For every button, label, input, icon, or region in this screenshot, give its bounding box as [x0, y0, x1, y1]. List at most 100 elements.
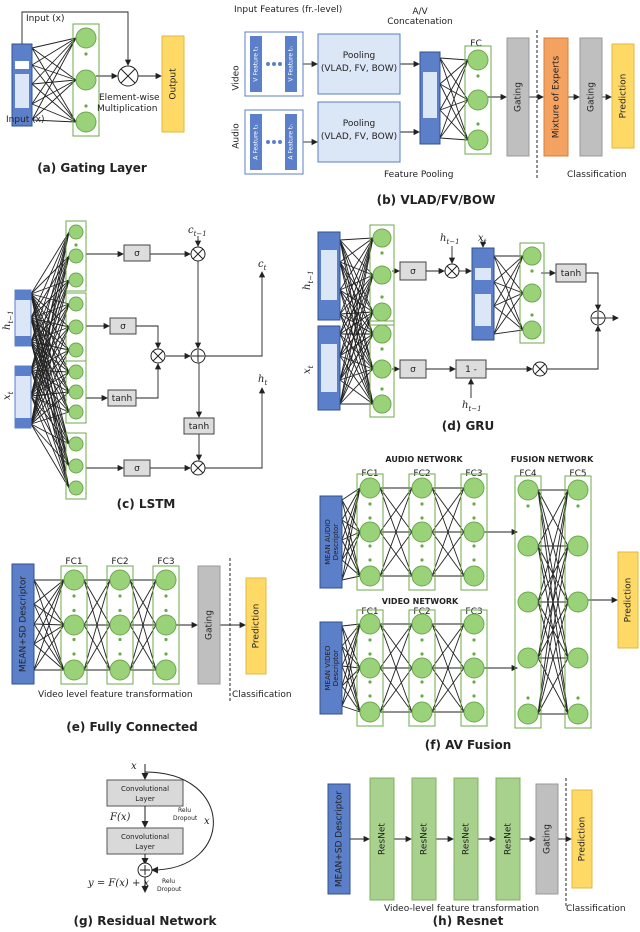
fc1-label: FC1	[65, 557, 82, 567]
audio-fc3-dot	[472, 544, 476, 548]
audio-fc3-neuron	[463, 565, 485, 587]
audio-fc3-dot	[472, 516, 476, 520]
connector-line	[33, 603, 65, 671]
output-gate-box	[123, 459, 151, 477]
connector-line	[537, 489, 569, 715]
gru-input-layer-neuron	[372, 324, 392, 344]
fc3-dot	[164, 608, 168, 613]
connector-line	[129, 579, 157, 626]
elementwise-label-2: Multiplication	[97, 104, 157, 114]
video-label: Video	[232, 65, 242, 91]
v-feature-n-label: V Feature tₙ	[288, 46, 295, 82]
connector-line	[339, 274, 374, 335]
audio-pool-methods: (VLAD, FV, BOW)	[321, 132, 397, 142]
gru-h-prev-top: ht−1	[440, 233, 460, 246]
connector-line	[136, 363, 162, 399]
connector-line	[31, 79, 77, 105]
connector-line	[21, 11, 132, 66]
fc1-dot	[72, 637, 76, 642]
audio-fc1-neuron	[359, 565, 381, 587]
connector-line	[31, 64, 77, 81]
output-sigma: σ	[134, 464, 140, 474]
fc3-dot	[164, 594, 168, 598]
connector-line	[30, 423, 70, 489]
fc5-neuron	[567, 703, 589, 725]
connector-line	[30, 369, 70, 373]
video-fc2-dot	[420, 652, 424, 656]
video-fc3-dot	[472, 638, 476, 642]
fc5-frame	[564, 475, 592, 729]
connector-line	[31, 37, 77, 105]
fc-prediction-block	[245, 577, 267, 675]
resnet-block	[495, 777, 521, 901]
forget-sigma: σ	[134, 249, 140, 259]
video-fc3-neuron	[463, 613, 485, 635]
fc2-neuron	[109, 659, 131, 681]
mean-video-descriptor: Descriptor	[332, 650, 340, 686]
gru-candidate-layer-frame	[519, 242, 545, 344]
gru-hidden-layer-dot	[380, 251, 384, 255]
fc2-dot	[118, 594, 122, 598]
connector-line	[439, 57, 469, 61]
prediction-label: Prediction	[619, 74, 629, 119]
video-feature-t1	[250, 36, 262, 92]
video-fc2-dot	[420, 638, 424, 642]
connector-line	[339, 237, 374, 357]
a-feature-1-label: A Feature t₁	[253, 124, 260, 160]
conv2-layer: Layer	[135, 843, 155, 851]
connector-line	[83, 624, 111, 671]
candidate-layer-neuron	[68, 404, 84, 420]
connector-line	[31, 47, 77, 81]
gru-hidden-layer-neuron	[372, 302, 392, 322]
connector-line	[431, 531, 465, 577]
audio-fc3-neuron	[463, 521, 485, 543]
connector-line	[431, 667, 465, 713]
video-fc2-neuron	[411, 613, 433, 635]
x-t-label: xt	[2, 391, 15, 400]
connector-line	[493, 292, 524, 307]
fc1-neuron	[63, 569, 85, 591]
multiply-cross	[192, 462, 204, 474]
fc3-neuron	[155, 614, 177, 636]
connector-line	[30, 369, 70, 489]
connector-line	[379, 667, 413, 713]
fc-gating-label: Gating	[205, 610, 215, 640]
connector-line	[205, 387, 266, 469]
connector-line	[431, 487, 465, 533]
audio-feature-frame	[244, 109, 304, 175]
fc5-neuron	[567, 535, 589, 557]
connector-line	[31, 37, 77, 49]
av-prediction-label: Prediction	[624, 578, 634, 623]
concat-label-2: Concatenation	[387, 17, 452, 27]
fc-transform-label: Video level feature transformation	[38, 690, 193, 700]
fc2-neuron	[109, 569, 131, 591]
v-feature-1-label: V Feature t₁	[253, 46, 260, 82]
gru-input-layer-frame	[369, 320, 395, 418]
audio-network-label: AUDIO NETWORK	[385, 455, 463, 464]
connector-line	[537, 601, 569, 715]
connector-line	[30, 395, 70, 489]
connector-line	[339, 261, 374, 405]
connector-line	[439, 83, 469, 141]
panel-residual-network: x Convolutional Layer F(x) Relu Dropout …	[73, 761, 217, 928]
connector-line	[30, 293, 70, 305]
h-prev-label: ht−1	[2, 310, 15, 330]
connector-line	[83, 579, 111, 671]
fc4-neuron	[517, 591, 539, 613]
fc4-frame	[514, 475, 542, 729]
caption-g: (g) Residual Network	[73, 914, 217, 928]
connector-line	[339, 237, 374, 263]
connector-line	[33, 579, 65, 625]
connector-line	[30, 231, 70, 397]
fc5-neuron	[567, 647, 589, 669]
audio-fc3-dot	[472, 502, 476, 506]
connector-line	[493, 329, 524, 335]
gru-candidate-layer-neuron	[522, 320, 542, 340]
av-fusion-layers	[356, 473, 592, 729]
panel-fully-connected: MEAN+SD Descriptor FC1 FC2 FC3 Gating Pr…	[11, 557, 292, 734]
connector-line	[537, 489, 569, 603]
fc5-neuron	[567, 591, 589, 613]
connector-line	[83, 579, 111, 626]
vlad-fc-neuron	[467, 129, 489, 151]
